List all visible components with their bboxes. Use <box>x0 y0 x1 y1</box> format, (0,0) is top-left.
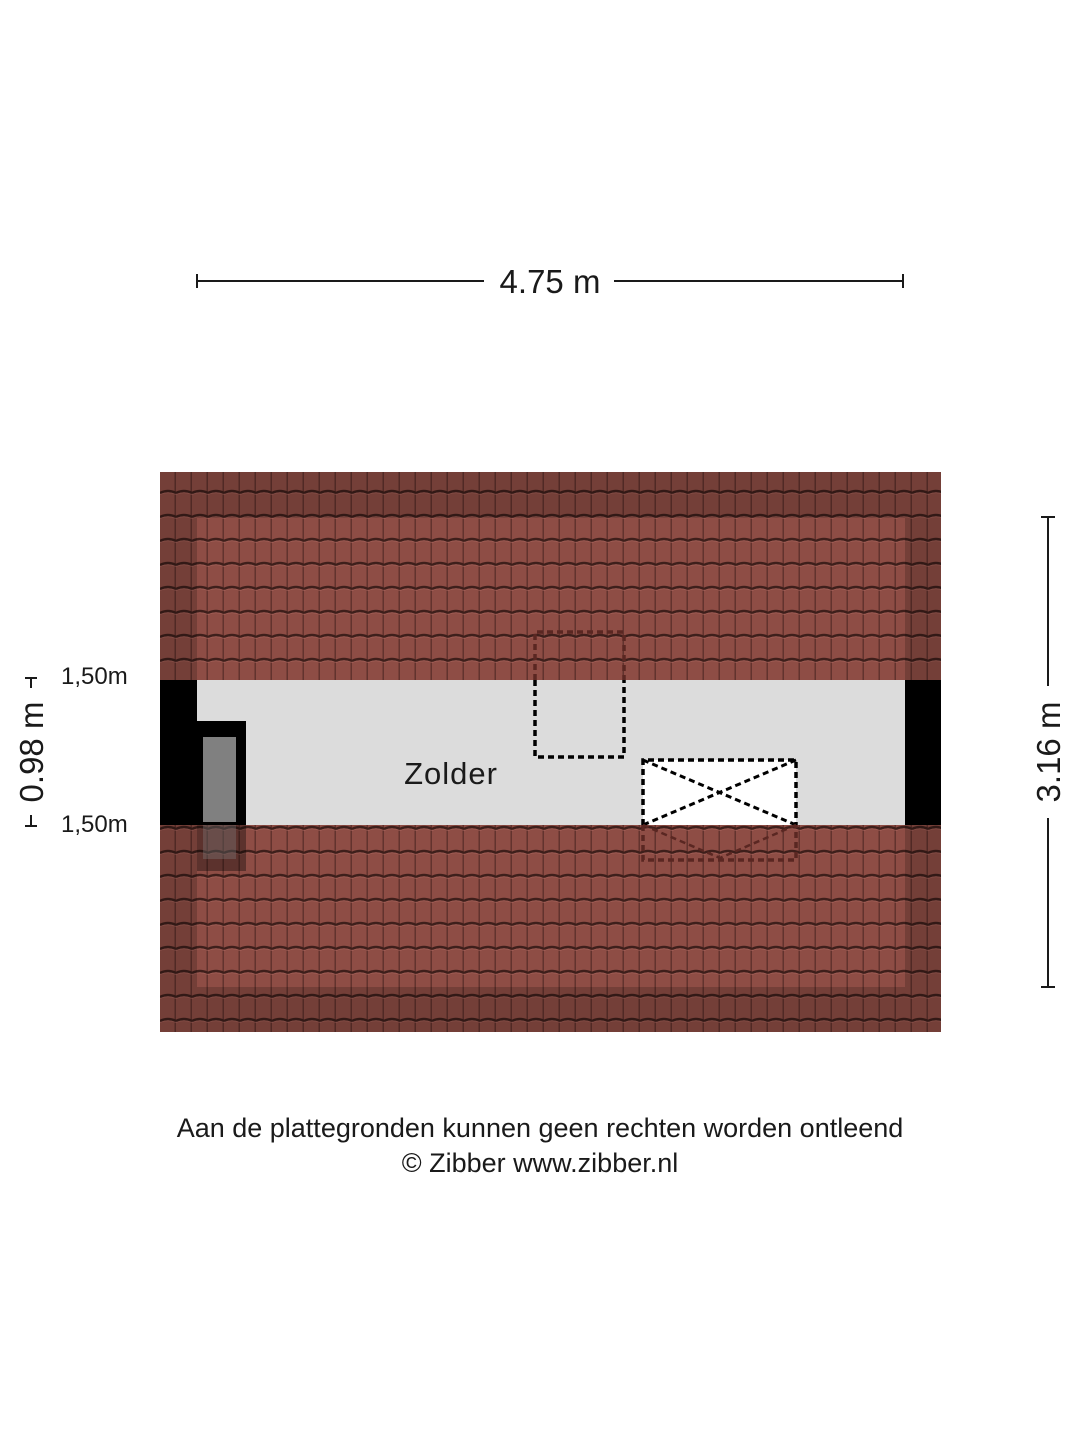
width-label: 4.75 m <box>500 263 601 300</box>
depth-dimension: 3.16 m <box>1030 516 1067 988</box>
floor-area <box>160 680 941 825</box>
depth-label: 3.16 m <box>1030 702 1067 803</box>
roof-hatch <box>533 630 626 759</box>
knee-height-top-label: 1,50m <box>61 663 128 690</box>
ceiling-zone-label: 0.98 m <box>13 702 50 803</box>
right-wall <box>905 680 941 825</box>
chimney <box>197 721 246 871</box>
ceiling-zone-dimension: 0.98 m <box>13 677 50 827</box>
copyright-text: © Zibber www.zibber.nl <box>401 1148 679 1178</box>
skylight-opening <box>641 758 798 862</box>
left-wall <box>160 680 197 825</box>
room-label-zolder: Zolder <box>404 756 498 791</box>
knee-height-bottom-label: 1,50m <box>61 811 128 838</box>
width-dimension: 4.75 m <box>196 263 904 300</box>
disclaimer-text: Aan de plattegronden kunnen geen rechten… <box>176 1113 904 1143</box>
